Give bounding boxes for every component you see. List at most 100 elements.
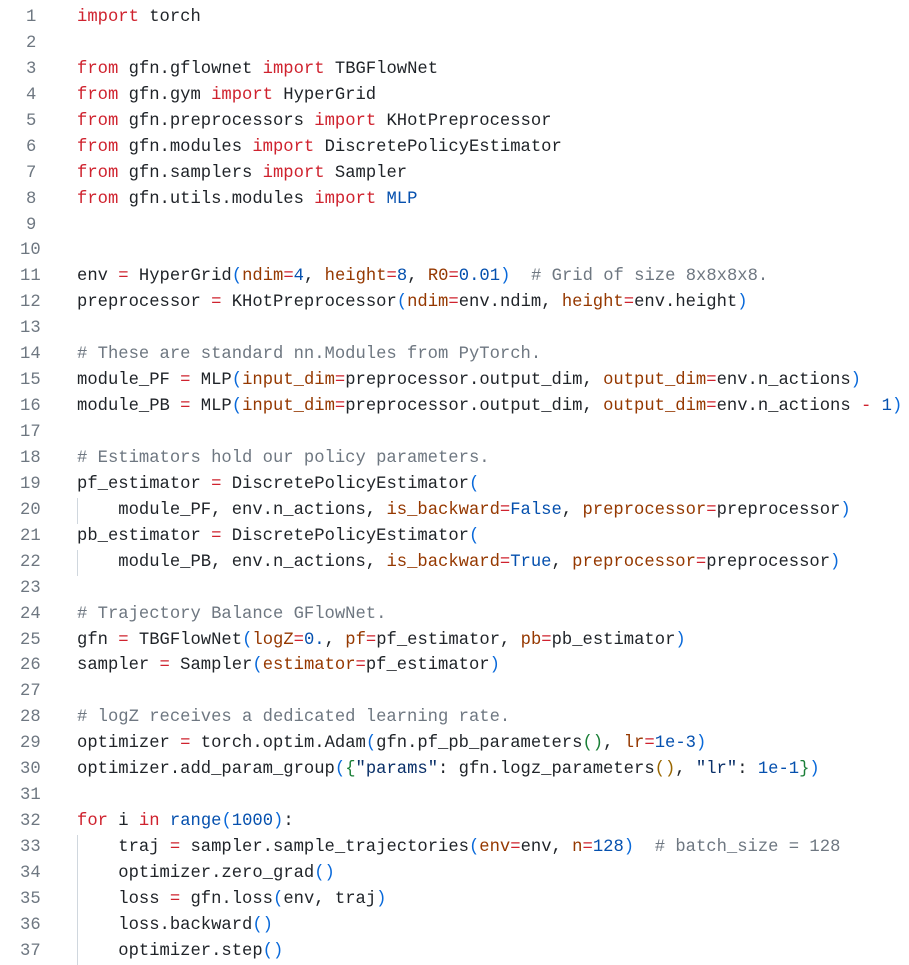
line-number[interactable]: 23 <box>20 578 41 598</box>
line-number[interactable]: 6 <box>26 137 37 157</box>
code-line[interactable]: 14# These are standard nn.Modules from P… <box>0 342 909 368</box>
code-line[interactable]: 20 module_PF, env.n_actions, is_backward… <box>0 497 909 524</box>
line-number[interactable]: 33 <box>20 838 41 857</box>
code-token: loss <box>77 889 170 909</box>
code-token: = <box>448 293 459 313</box>
code-line[interactable]: 36 loss.backward() <box>0 912 909 939</box>
code-token: , <box>675 760 696 780</box>
code-line[interactable]: 27 <box>0 679 909 705</box>
code-line[interactable]: 2 <box>0 31 909 57</box>
line-number[interactable]: 4 <box>26 85 37 105</box>
line-number[interactable]: 25 <box>20 630 41 650</box>
code-token: DiscretePolicyEstimator <box>221 526 469 546</box>
line-number[interactable]: 9 <box>26 215 37 235</box>
line-number[interactable]: 37 <box>20 941 41 961</box>
code-text: from gfn.samplers import Sampler <box>77 161 407 187</box>
code-line[interactable]: 22 module_PB, env.n_actions, is_backward… <box>0 549 909 576</box>
code-token: TBGFlowNet <box>324 59 439 79</box>
code-line[interactable]: 35 loss = gfn.loss(env, traj) <box>0 886 909 913</box>
code-token: module_PF <box>77 371 181 391</box>
line-number[interactable]: 16 <box>20 397 41 417</box>
code-line[interactable]: 33 traj = sampler.sample_trajectories(en… <box>0 835 909 861</box>
code-token: preprocessor <box>716 500 841 520</box>
code-token: "params" <box>355 760 439 780</box>
line-number[interactable]: 3 <box>26 59 37 79</box>
line-number[interactable]: 5 <box>26 111 37 131</box>
code-line[interactable]: 10 <box>0 238 909 264</box>
code-token: gfn.gym <box>118 85 212 105</box>
line-number[interactable]: 11 <box>20 267 41 287</box>
line-number[interactable]: 32 <box>20 812 41 832</box>
line-number[interactable]: 10 <box>20 241 41 261</box>
code-line[interactable]: 34 optimizer.zero_grad() <box>0 860 909 887</box>
line-number[interactable]: 12 <box>20 293 41 313</box>
code-token: ) <box>623 838 635 857</box>
code-token: # batch_size = 128 <box>634 838 841 857</box>
line-number[interactable]: 29 <box>20 734 41 754</box>
line-number[interactable]: 14 <box>20 345 41 365</box>
code-line[interactable]: 37 optimizer.step() <box>0 938 909 965</box>
line-number[interactable]: 27 <box>20 682 41 702</box>
code-line[interactable]: 18# Estimators hold our policy parameter… <box>0 446 909 472</box>
code-token: module_PF, env.n_actions, <box>77 500 387 520</box>
code-token: input_dim <box>242 397 335 417</box>
line-number[interactable]: 26 <box>20 656 41 676</box>
line-number[interactable]: 28 <box>20 708 41 728</box>
line-number[interactable]: 7 <box>26 163 37 183</box>
line-number[interactable]: 21 <box>20 526 41 546</box>
code-line[interactable]: 28 # logZ receives a dedicated learning r… <box>0 705 909 731</box>
line-number[interactable]: 22 <box>20 552 41 572</box>
line-number[interactable]: 17 <box>20 423 41 442</box>
line-number[interactable]: 19 <box>20 474 41 494</box>
code-line[interactable]: 31 <box>0 783 909 809</box>
code-line[interactable]: 23 <box>0 576 909 602</box>
code-token: , <box>561 500 583 520</box>
code-line[interactable]: 13 <box>0 316 909 342</box>
line-number[interactable]: 13 <box>20 319 41 339</box>
code-token: HyperGrid <box>128 267 232 287</box>
code-token: ( <box>272 889 284 909</box>
code-token: : gfn.logz_parameters <box>438 760 655 780</box>
code-token: "lr" <box>695 760 738 780</box>
line-number[interactable]: 30 <box>20 760 41 780</box>
line-number[interactable]: 20 <box>20 500 41 520</box>
line-number[interactable]: 24 <box>20 604 41 624</box>
line-number[interactable]: 15 <box>20 371 41 391</box>
code-token: # logZ receives a dedicated learning rat… <box>77 708 511 728</box>
line-number[interactable]: 8 <box>26 189 37 209</box>
code-token: 1e-1 <box>757 760 800 780</box>
line-number[interactable]: 36 <box>20 915 41 935</box>
line-number[interactable]: 31 <box>20 786 41 806</box>
code-line[interactable]: 17 <box>0 420 909 446</box>
code-line[interactable]: 9 <box>0 213 909 239</box>
line-number[interactable]: 35 <box>20 889 41 909</box>
line-number[interactable]: 2 <box>26 33 37 53</box>
code-line[interactable]: 7 from gfn.samplers import Sampler <box>0 161 909 187</box>
code-token: ( <box>396 293 408 313</box>
code-token: 128 <box>592 838 624 857</box>
code-line[interactable]: 24# Trajectory Balance GFlowNet. <box>0 602 909 628</box>
line-number[interactable]: 18 <box>20 448 41 468</box>
line-number[interactable]: 34 <box>20 863 41 883</box>
code-token: for <box>77 812 108 832</box>
line-number[interactable]: 1 <box>26 8 37 27</box>
code-token: import <box>314 189 377 209</box>
